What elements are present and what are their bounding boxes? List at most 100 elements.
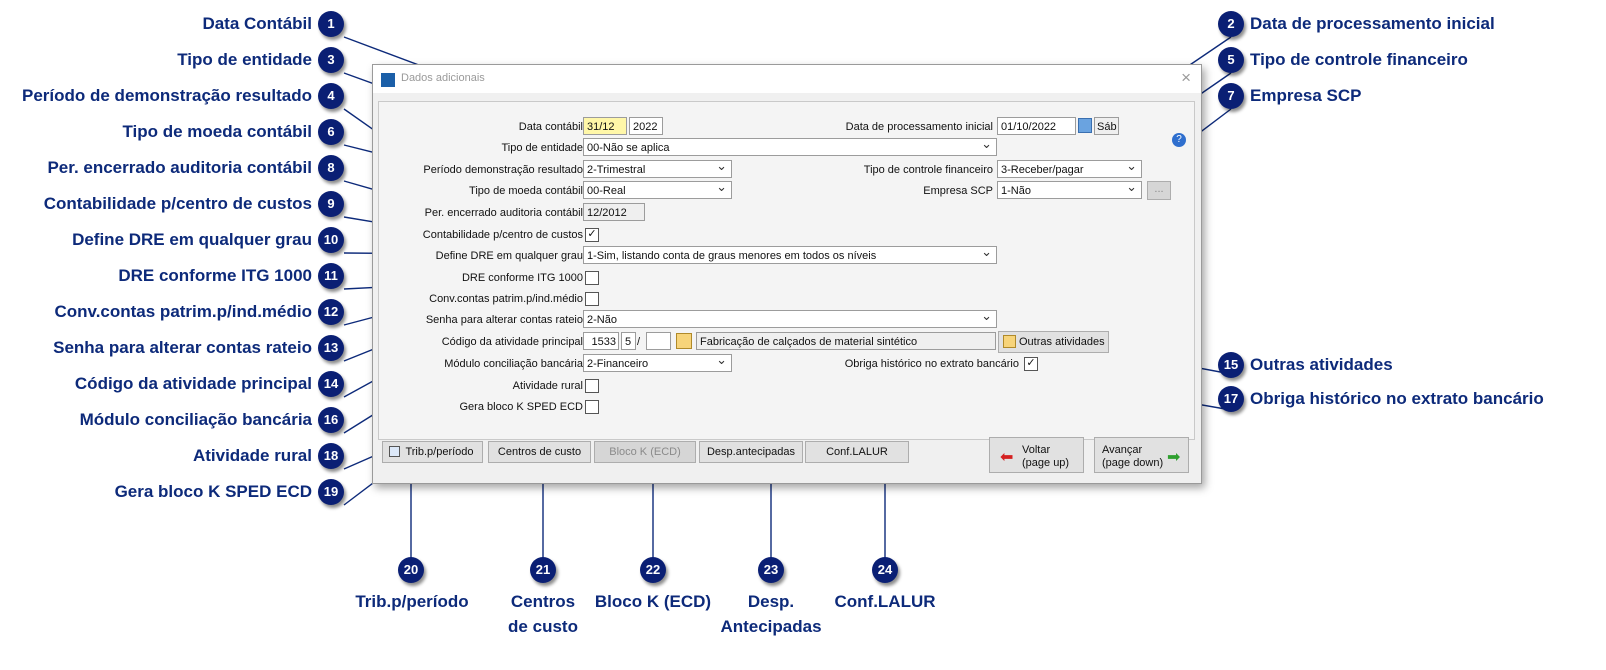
cod-atividade-description: Fabricação de calçados de material sinté… <box>696 332 996 350</box>
cod-atividade-digit-input[interactable]: 5 <box>621 332 636 350</box>
callout-badge-13: 13 <box>318 335 344 361</box>
voltar-label: Voltar <box>1022 444 1051 456</box>
callout-label-data-processamento: Data de processamento inicial <box>1250 14 1495 33</box>
callout-badge-18: 18 <box>318 443 344 469</box>
callout-badge-11: 11 <box>318 263 344 289</box>
arrow-left-icon: ⬅ <box>1000 449 1014 466</box>
tipo-entidade-select[interactable]: 00-Não se aplica <box>583 138 997 156</box>
contab-cc-checkbox[interactable]: ✓ <box>585 228 599 242</box>
callout-label-outras-atividades: Outras atividades <box>1250 355 1393 374</box>
callout-badge-6: 6 <box>318 119 344 145</box>
callout-label-per-encerrado: Per. encerrado auditoria contábil <box>47 158 312 177</box>
modulo-conc-select[interactable]: 2-Financeiro <box>583 354 732 372</box>
voltar-button[interactable]: ⬅ Voltar (page up) <box>989 437 1084 473</box>
data-contabil-day-input[interactable]: 31/12 <box>583 117 627 135</box>
tipo-moeda-label: Tipo de moeda contábil <box>469 185 583 197</box>
dialog-titlebar: Dados adicionais × <box>373 65 1201 93</box>
callout-label-tipo-moeda: Tipo de moeda contábil <box>122 122 312 141</box>
callout-label-empresa-scp: Empresa SCP <box>1250 86 1362 105</box>
modulo-conc-label: Módulo conciliação bancária <box>444 358 583 370</box>
senha-rateio-select[interactable]: 2-Não <box>583 310 997 328</box>
obriga-hist-checkbox[interactable]: ✓ <box>1024 357 1038 371</box>
callout-badge-15: 15 <box>1218 352 1244 378</box>
dados-adicionais-dialog: Dados adicionais × ? Data contábil 31/12… <box>372 64 1202 484</box>
callout-label-atividade-rural: Atividade rural <box>192 446 312 465</box>
callout-badge-7: 7 <box>1218 83 1244 109</box>
callout-label-senha-rateio: Senha para alterar contas rateio <box>53 338 312 357</box>
callout-label-contab-centro-custos: Contabilidade p/centro de custos <box>43 194 312 213</box>
arrow-right-icon: ➡ <box>1167 449 1181 466</box>
trib-periodo-label: Trib.p/período <box>405 446 474 458</box>
ativ-rural-checkbox[interactable] <box>585 379 599 393</box>
data-proc-input[interactable]: 01/10/2022 <box>997 117 1076 135</box>
conv-contas-checkbox[interactable] <box>585 292 599 306</box>
callout-badge-24: 24 <box>872 557 898 583</box>
bloco-k-ecd-button[interactable]: Bloco K (ECD) <box>594 441 696 463</box>
callout-label-bloco-k-ecd: Bloco K (ECD) <box>594 592 712 611</box>
app-icon <box>381 73 395 87</box>
centros-custo-button[interactable]: Centros de custo <box>488 441 591 463</box>
callout-badge-9: 9 <box>318 191 344 217</box>
conf-lalur-button[interactable]: Conf.LALUR <box>805 441 909 463</box>
callout-badge-12: 12 <box>318 299 344 325</box>
callout-label-obriga-historico: Obriga histórico no extrato bancário <box>1250 389 1544 408</box>
callout-badge-20: 20 <box>398 557 424 583</box>
callout-badge-22: 22 <box>640 557 666 583</box>
avancar-button[interactable]: Avançar (page down) ➡ <box>1094 437 1189 473</box>
callout-label-data-contabil: Data Contábil <box>202 14 312 33</box>
tipo-moeda-select[interactable]: 00-Real <box>583 181 732 199</box>
callout-label-define-dre: Define DRE em qualquer grau <box>72 230 312 249</box>
senha-rateio-label: Senha para alterar contas rateio <box>425 314 583 326</box>
voltar-shortcut: (page up) <box>1022 457 1070 469</box>
outras-atividades-label: Outras atividades <box>1019 336 1105 348</box>
empresa-scp-ellipsis-button[interactable]: ... <box>1147 181 1171 200</box>
help-icon[interactable]: ? <box>1172 133 1186 147</box>
dre-itg-checkbox[interactable] <box>585 271 599 285</box>
close-icon[interactable]: × <box>1181 68 1191 87</box>
bloco-k-label: Gera bloco K SPED ECD <box>459 401 584 413</box>
cod-atividade-extra-input[interactable] <box>646 332 671 350</box>
desp-antecipadas-button[interactable]: Desp.antecipadas <box>699 441 803 463</box>
define-dre-select[interactable]: 1-Sim, listando conta de graus menores e… <box>583 246 997 264</box>
callout-badge-8: 8 <box>318 155 344 181</box>
outras-atividades-button[interactable]: Outras atividades <box>998 331 1109 353</box>
callout-badge-5: 5 <box>1218 47 1244 73</box>
callout-badge-10: 10 <box>318 227 344 253</box>
obriga-hist-label: Obriga histórico no extrato bancário <box>844 358 1019 370</box>
ativ-rural-label: Atividade rural <box>512 380 583 392</box>
data-contabil-year-input[interactable]: 2022 <box>629 117 663 135</box>
callout-label-periodo-demonstracao: Período de demonstração resultado <box>21 86 312 105</box>
trib-periodo-button[interactable]: Trib.p/período <box>382 441 483 463</box>
tipo-ctrl-fin-select[interactable]: 3-Receber/pagar <box>997 160 1142 178</box>
per-encerrado-input[interactable]: 12/2012 <box>583 203 645 221</box>
cod-atividade-separator: / <box>637 336 641 348</box>
cod-atividade-code-input[interactable]: 1533 <box>583 332 619 350</box>
callout-badge-3: 3 <box>318 47 344 73</box>
callout-badge-17: 17 <box>1218 386 1244 412</box>
callout-label-cod-atividade: Código da atividade principal <box>74 374 312 393</box>
callout-badge-14: 14 <box>318 371 344 397</box>
callout-badge-1: 1 <box>318 11 344 37</box>
callout-label-antecipadas: Antecipadas <box>720 617 822 636</box>
callout-label-gera-bloco-k: Gera bloco K SPED ECD <box>114 482 312 501</box>
periodo-dem-label: Período demonstração resultado <box>423 164 583 176</box>
dialog-title: Dados adicionais <box>401 72 485 84</box>
empresa-scp-select[interactable]: 1-Não <box>997 181 1142 199</box>
callout-badge-16: 16 <box>318 407 344 433</box>
callout-label-modulo-conciliacao: Módulo conciliação bancária <box>79 410 312 429</box>
outras-atividades-icon <box>1003 335 1016 348</box>
calendar-icon[interactable] <box>1078 118 1092 133</box>
callout-badge-21: 21 <box>530 557 556 583</box>
callout-label-centros: Centros <box>510 592 576 611</box>
callout-label-desp: Desp. <box>747 592 795 611</box>
trib-periodo-icon <box>389 446 400 457</box>
empresa-scp-label: Empresa SCP <box>923 185 993 197</box>
avancar-shortcut: (page down) <box>1102 457 1164 469</box>
contab-cc-label: Contabilidade p/centro de custos <box>422 229 583 241</box>
form-panel: ? Data contábil 31/12 2022 Tipo de entid… <box>378 101 1195 440</box>
callout-label-conf-lalur: Conf.LALUR <box>834 592 936 611</box>
callout-label-trib-periodo: Trib.p/período <box>355 592 469 611</box>
bloco-k-checkbox[interactable] <box>585 400 599 414</box>
periodo-dem-select[interactable]: 2-Trimestral <box>583 160 732 178</box>
search-atividade-icon[interactable] <box>676 333 692 349</box>
